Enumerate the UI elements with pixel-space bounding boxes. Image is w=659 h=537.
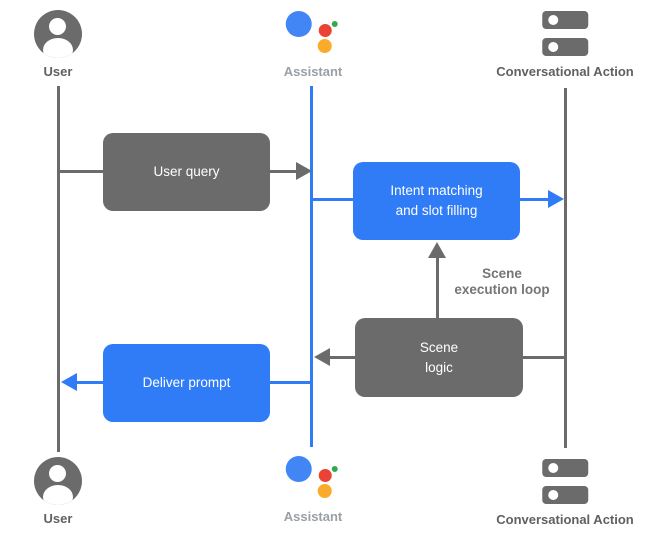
google-assistant-icon: [286, 10, 340, 58]
user-query-arrowhead-icon: [296, 162, 312, 180]
intent-matching-label-line1: Intent matching: [390, 183, 483, 199]
user-icon: [34, 457, 82, 505]
intent-matching-label-line2: and slot filling: [395, 203, 478, 218]
user-query-label: User query: [153, 164, 220, 180]
deliver-prompt-label: Deliver prompt: [142, 375, 231, 391]
actor-assistant-top: Assistant: [283, 10, 343, 79]
user-query-box: User query: [103, 133, 270, 211]
scene-logic-label-line2: logic: [425, 359, 453, 375]
actor-label: Conversational Action: [496, 64, 634, 79]
scene-logic-line-left: [330, 356, 357, 359]
scene-execution-loop-note: Scene execution loop: [437, 266, 567, 297]
note-line1: Scene: [482, 266, 522, 281]
conversational-action-lifeline: [564, 88, 567, 448]
scene-logic-line-right: [523, 356, 565, 359]
intent-arrow-line-left: [312, 198, 354, 201]
servers-icon: [541, 10, 588, 58]
actor-assistant-bottom: Assistant: [283, 455, 343, 524]
scene-logic-box: Scene logic: [355, 318, 523, 397]
intent-arrow-line-right: [519, 198, 548, 201]
google-assistant-icon: [286, 455, 340, 503]
user-icon: [34, 10, 82, 58]
scene-loop-arrowhead-icon: [428, 242, 446, 258]
actor-label: Assistant: [283, 64, 343, 79]
scene-logic-label-line1: Scene: [419, 339, 459, 355]
actor-label: Assistant: [283, 509, 343, 524]
actor-user-bottom: User: [34, 457, 82, 526]
actor-label: Conversational Action: [496, 512, 634, 527]
actor-label: User: [43, 64, 73, 79]
assistant-lifeline: [310, 86, 313, 447]
servers-icon: [541, 458, 588, 506]
actor-conversational-action-bottom: Conversational Action: [496, 458, 634, 527]
intent-matching-box: Intent matching and slot filling: [353, 162, 520, 240]
user-lifeline: [57, 86, 60, 452]
deliver-prompt-box: Deliver prompt: [103, 344, 270, 422]
note-line2: execution loop: [454, 281, 550, 297]
actor-label: User: [43, 511, 73, 526]
actor-conversational-action-top: Conversational Action: [496, 10, 634, 79]
actor-user-top: User: [34, 10, 82, 79]
deliver-prompt-arrowhead-icon: [61, 373, 77, 391]
intent-arrowhead-icon: [548, 190, 564, 208]
scene-logic-arrowhead-icon: [314, 348, 330, 366]
scene-loop-arrow-line: [436, 257, 439, 318]
